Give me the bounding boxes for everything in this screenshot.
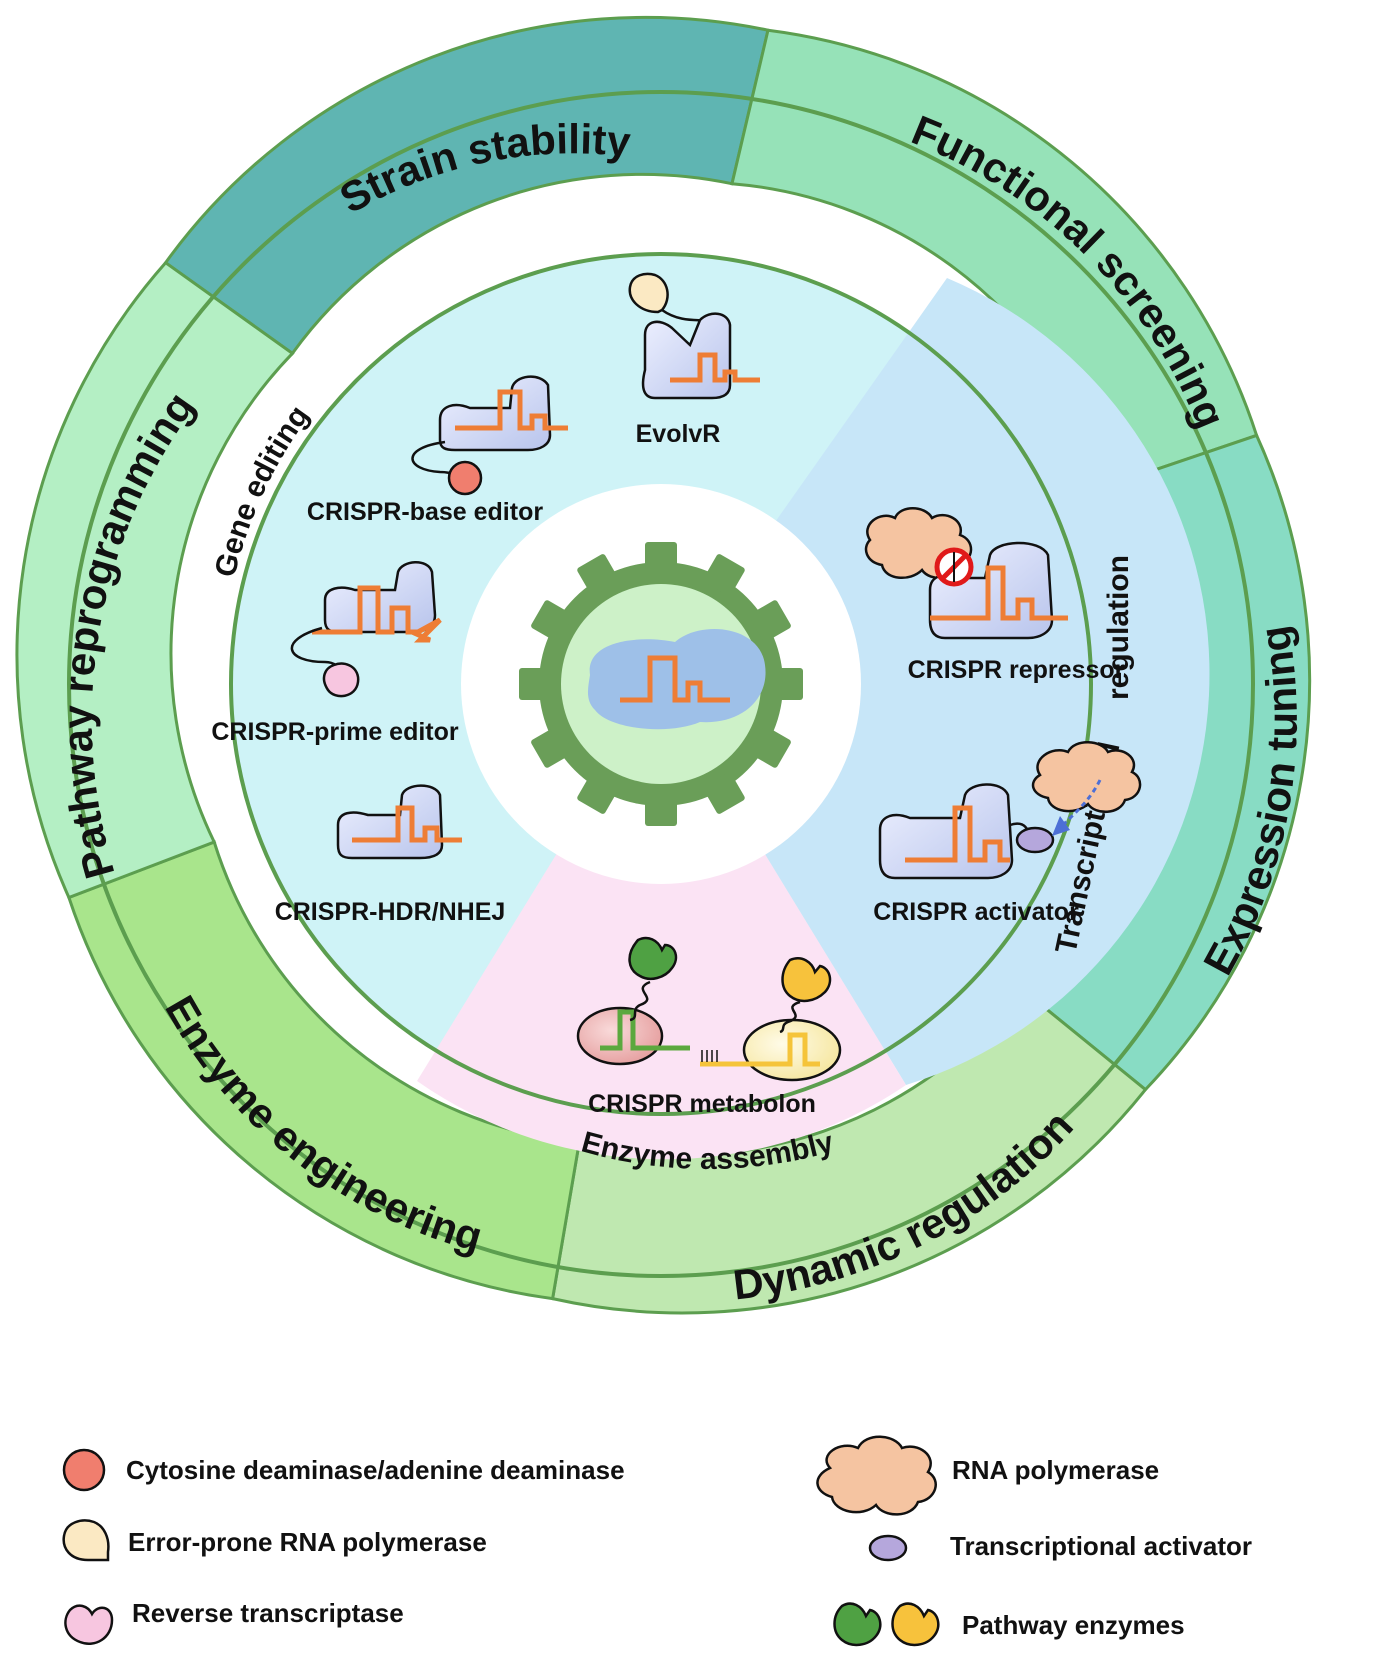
label-metabolon: CRISPR metabolon: [588, 1090, 816, 1118]
legend-transcriptional-activator: Transcriptional activator: [950, 1531, 1252, 1561]
pathway-enzyme-yellow-legend-icon: [891, 1602, 940, 1647]
segment-pathway-reprogramming: [15, 260, 295, 900]
rna-polymerase-legend-icon: [816, 1435, 937, 1516]
reverse-transcriptase-icon: [322, 662, 360, 698]
label-hdr-nhej: CRISPR-HDR/NHEJ: [275, 898, 506, 926]
label-evolvr: EvolvR: [636, 420, 721, 448]
polymerase-legend-icon: [62, 1519, 110, 1562]
reverse-transcriptase-legend-icon: [64, 1604, 114, 1645]
deaminase-legend-icon: [62, 1448, 106, 1492]
pathway-enzyme-green-legend-icon: [833, 1602, 882, 1647]
activator-icon: [1015, 826, 1055, 854]
pathway-enzyme-green-icon: [628, 936, 678, 980]
legend-reverse-transcriptase: Reverse transcriptase: [132, 1598, 404, 1628]
segment-strain-stability: [163, 15, 770, 356]
activator-diagram: [878, 741, 1142, 880]
label-repressor: CRISPR repressor: [908, 656, 1125, 684]
legend-error-prone-polymerase: Error-prone RNA polymerase: [128, 1527, 487, 1557]
metabolon-diagram: [576, 936, 842, 1082]
label-base-editor: CRISPR-base editor: [307, 498, 543, 526]
evolvr-diagram: [628, 272, 760, 400]
center-hub: [461, 484, 861, 884]
prime-editor-diagram: [290, 561, 442, 698]
outer-ring: [15, 15, 1312, 1315]
label-prime-editor: CRISPR-prime editor: [211, 718, 459, 746]
legend-rna-polymerase: RNA polymerase: [952, 1455, 1159, 1485]
hdr-nhej-diagram: [336, 784, 462, 860]
repressor-diagram: [864, 507, 1068, 640]
label-activator: CRISPR activator: [873, 898, 1079, 926]
deaminase-icon: [447, 460, 483, 496]
legend-pathway-enzymes: Pathway enzymes: [962, 1610, 1185, 1640]
legend-cytosine-deaminase: Cytosine deaminase/adenine deaminase: [126, 1455, 625, 1485]
label-regulation: regulation: [1102, 555, 1135, 700]
legend: Cytosine deaminase/adenine deaminase Err…: [62, 1435, 1252, 1647]
base-editor-diagram: [411, 375, 568, 496]
rna-polymerase-icon-2: [1031, 741, 1142, 813]
transcriptional-regulation-sector: [661, 278, 1210, 1085]
pathway-enzyme-yellow-icon: [781, 957, 832, 1003]
activator-legend-icon: [868, 1534, 908, 1562]
arrow-icon: [1052, 816, 1070, 836]
